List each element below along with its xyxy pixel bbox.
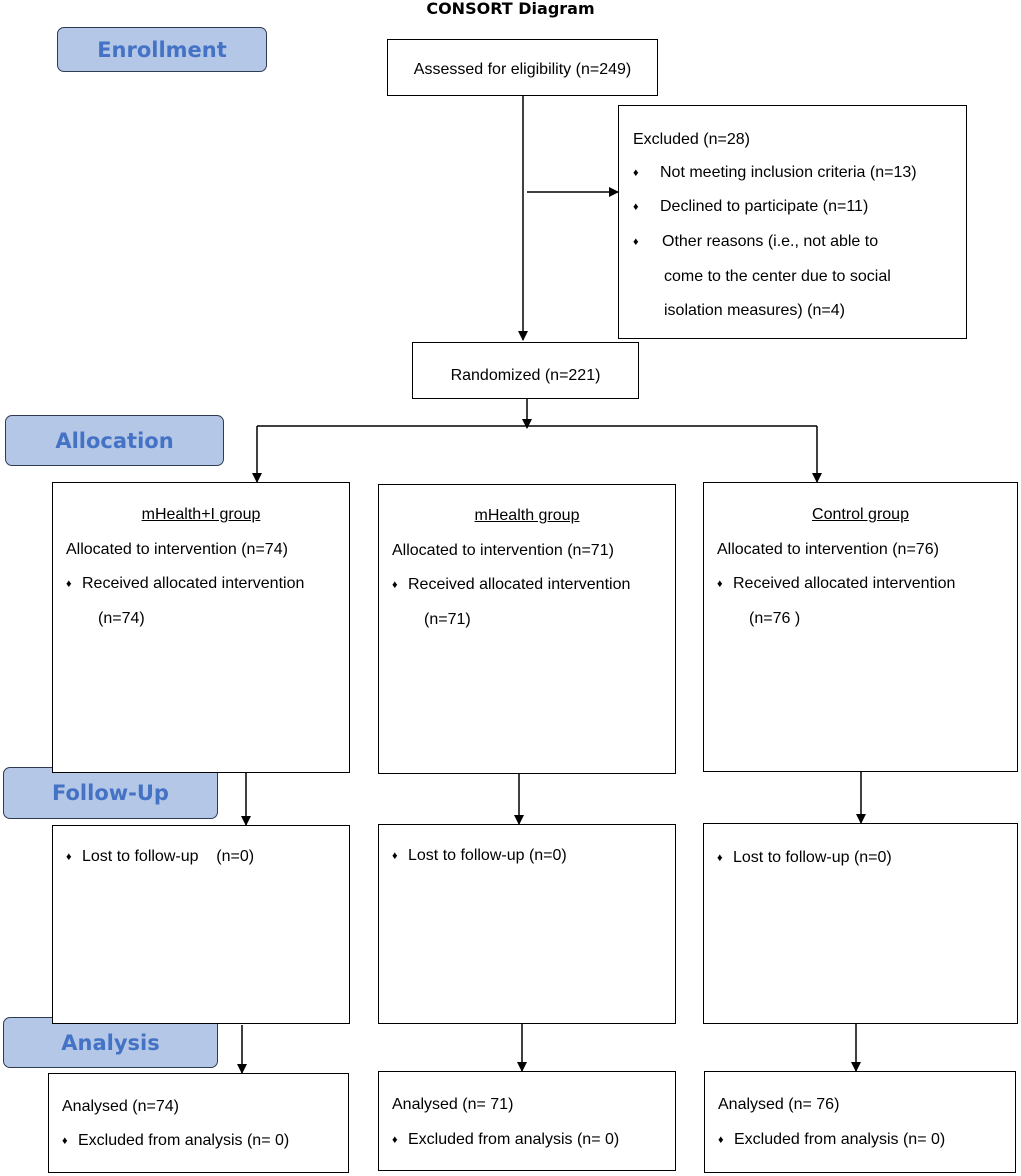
analysis-excluded-text: Excluded from analysis (n= 0) bbox=[408, 1131, 620, 1148]
phase-follow-up: Follow-Up bbox=[3, 767, 218, 819]
followup-box-mhealth-i: ♦ Lost to follow-up (n=0) bbox=[52, 825, 350, 1024]
bullet-icon: ♦ bbox=[66, 578, 72, 590]
bullet-icon: ♦ bbox=[62, 1135, 68, 1147]
allocation-box-mhealth: mHealth group Allocated to intervention … bbox=[378, 484, 676, 774]
excluded-title: Excluded (n=28) bbox=[633, 131, 750, 148]
bullet-icon: ♦ bbox=[717, 578, 723, 590]
bullet-icon: ♦ bbox=[392, 1134, 398, 1146]
lost-item: ♦ Lost to follow-up (n=0) bbox=[66, 847, 254, 867]
bullet-icon: ♦ bbox=[633, 167, 639, 179]
lost-item: ♦ Lost to follow-up (n=0) bbox=[717, 848, 892, 868]
randomized-text: Randomized (n=221) bbox=[450, 367, 601, 384]
followup-box-control: ♦ Lost to follow-up (n=0) bbox=[703, 823, 1018, 1024]
excluded-item-2-text: Declined to participate (n=11) bbox=[660, 198, 869, 215]
excluded-item-3-line-3: isolation measures) (n=4) bbox=[664, 302, 845, 319]
lost-text: Lost to follow-up (n=0) bbox=[733, 849, 892, 866]
bullet-icon: ♦ bbox=[633, 236, 639, 248]
diagram-title: CONSORT Diagram bbox=[426, 0, 595, 18]
phase-enrollment: Enrollment bbox=[57, 27, 267, 72]
received-text: Received allocated intervention bbox=[733, 575, 956, 592]
phase-analysis: Analysis bbox=[3, 1017, 218, 1068]
analysis-excluded-item: ♦ Excluded from analysis (n= 0) bbox=[392, 1130, 619, 1150]
excluded-box: Excluded (n=28) ♦ Not meeting inclusion c… bbox=[618, 105, 967, 339]
received-text: Received allocated intervention bbox=[408, 576, 631, 593]
received-text: Received allocated intervention bbox=[82, 575, 305, 592]
allocation-box-control: Control group Allocated to intervention … bbox=[703, 482, 1018, 772]
analysed-text: Analysed (n= 71) bbox=[392, 1096, 514, 1113]
randomized-box: Randomized (n=221) bbox=[412, 342, 639, 399]
analysis-excluded-text: Excluded from analysis (n= 0) bbox=[78, 1132, 290, 1149]
analysis-box-mhealth-i: Analysed (n=74) ♦ Excluded from analysis … bbox=[48, 1073, 349, 1173]
allocation-box-mhealth-i: mHealth+I group Allocated to interventio… bbox=[52, 482, 350, 773]
received-item: ♦ Received allocated intervention bbox=[66, 574, 304, 594]
analysis-excluded-item: ♦ Excluded from analysis (n= 0) bbox=[62, 1131, 289, 1151]
bullet-icon: ♦ bbox=[718, 1134, 724, 1146]
allocated-text: Allocated to intervention (n=71) bbox=[392, 542, 614, 559]
allocated-text: Allocated to intervention (n=76) bbox=[717, 541, 939, 558]
excluded-item-1-text: Not meeting inclusion criteria (n=13) bbox=[660, 164, 917, 181]
assessed-box: Assessed for eligibility (n=249) bbox=[387, 39, 658, 96]
lost-text: Lost to follow-up (n=0) bbox=[82, 848, 255, 865]
received-item: ♦ Received allocated intervention bbox=[717, 574, 955, 594]
bullet-icon: ♦ bbox=[633, 201, 639, 213]
analysis-excluded-item: ♦ Excluded from analysis (n= 0) bbox=[718, 1130, 945, 1150]
received-n: (n=76 ) bbox=[749, 610, 801, 627]
lost-item: ♦ Lost to follow-up (n=0) bbox=[392, 846, 567, 866]
phase-allocation: Allocation bbox=[5, 415, 224, 466]
excluded-item-3-line-2: come to the center due to social bbox=[664, 268, 891, 285]
bullet-icon: ♦ bbox=[392, 579, 398, 591]
excluded-item-2: ♦ Declined to participate (n=11) bbox=[633, 197, 868, 217]
analysis-excluded-text: Excluded from analysis (n= 0) bbox=[734, 1131, 946, 1148]
received-n: (n=74) bbox=[98, 610, 145, 627]
analysis-box-control: Analysed (n= 76) ♦ Excluded from analysis… bbox=[704, 1071, 1016, 1173]
lost-text: Lost to follow-up (n=0) bbox=[408, 847, 567, 864]
analysis-box-mhealth: Analysed (n= 71) ♦ Excluded from analysis… bbox=[378, 1071, 676, 1171]
assessed-text: Assessed for eligibility (n=249) bbox=[413, 61, 632, 78]
analysed-text: Analysed (n= 76) bbox=[718, 1096, 840, 1113]
excluded-item-1: ♦ Not meeting inclusion criteria (n=13) bbox=[633, 163, 917, 183]
excluded-item-3-text: Other reasons (i.e., not able to bbox=[662, 233, 879, 250]
bullet-icon: ♦ bbox=[392, 850, 398, 862]
received-n: (n=71) bbox=[424, 611, 471, 628]
group-name: mHealth group bbox=[474, 507, 580, 524]
group-name: Control group bbox=[812, 506, 909, 523]
excluded-item-3: ♦ Other reasons (i.e., not able to bbox=[633, 232, 878, 252]
analysed-text: Analysed (n=74) bbox=[62, 1098, 179, 1115]
followup-box-mhealth: ♦ Lost to follow-up (n=0) bbox=[378, 824, 676, 1024]
bullet-icon: ♦ bbox=[717, 852, 723, 864]
allocated-text: Allocated to intervention (n=74) bbox=[66, 541, 288, 558]
received-item: ♦ Received allocated intervention bbox=[392, 575, 630, 595]
bullet-icon: ♦ bbox=[66, 851, 72, 863]
group-name: mHealth+I group bbox=[141, 506, 261, 523]
